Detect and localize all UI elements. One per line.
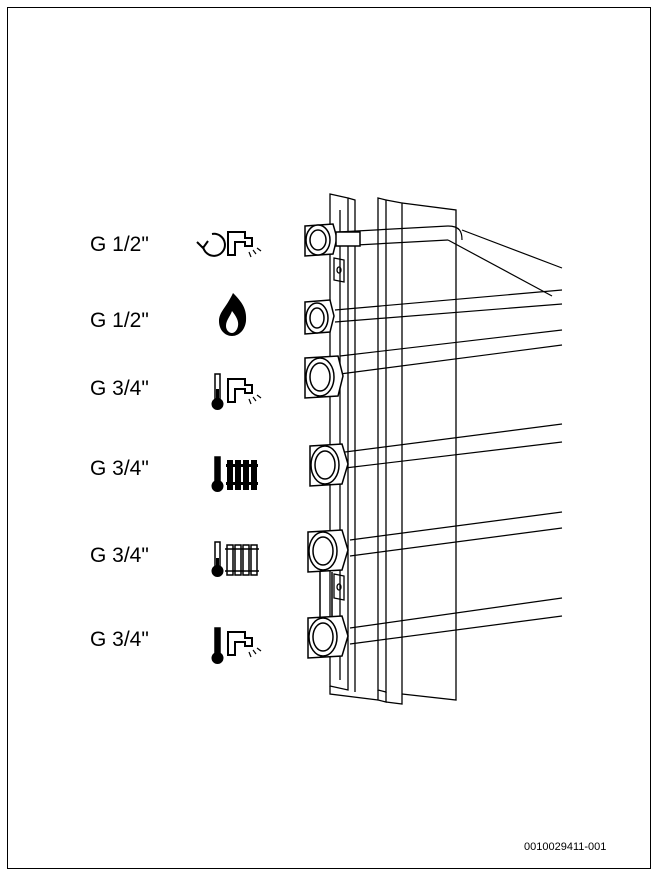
icons bbox=[196, 231, 262, 664]
label-circulation: G 1/2" bbox=[90, 233, 149, 256]
label-cold-water: G 3/4" bbox=[90, 628, 149, 651]
label-hot-water: G 3/4" bbox=[90, 377, 149, 400]
figure-id: 0010029411-001 bbox=[524, 841, 606, 853]
mounting-rail bbox=[329, 193, 457, 705]
gas-flame-icon bbox=[219, 293, 247, 336]
pipes bbox=[334, 225, 563, 645]
label-gas: G 1/2" bbox=[90, 309, 149, 332]
fitting-heating-flow bbox=[309, 443, 349, 487]
label-heating-flow: G 3/4" bbox=[90, 457, 149, 480]
heating-return-radiator-icon bbox=[211, 541, 259, 577]
cold-water-tap-icon bbox=[211, 627, 262, 664]
fitting-cold-water bbox=[307, 615, 349, 659]
figure-frame bbox=[7, 7, 651, 869]
fitting-gas bbox=[304, 299, 335, 335]
label-heating-return: G 3/4" bbox=[90, 544, 149, 567]
fitting-circulation bbox=[304, 223, 361, 257]
fitting-heating-return bbox=[307, 529, 349, 622]
heating-flow-radiator-icon bbox=[211, 456, 258, 492]
circulation-hot-water-icon bbox=[196, 231, 262, 258]
fitting-hot-water bbox=[304, 355, 344, 399]
hot-water-thermometer-tap-icon bbox=[211, 373, 262, 410]
connection-labels: G 1/2" G 1/2" G 3/4" G 3/4" G 3/4" G 3/4… bbox=[90, 233, 149, 651]
fittings bbox=[304, 223, 361, 659]
manifold-drawing bbox=[304, 193, 563, 705]
brackets bbox=[333, 257, 345, 601]
